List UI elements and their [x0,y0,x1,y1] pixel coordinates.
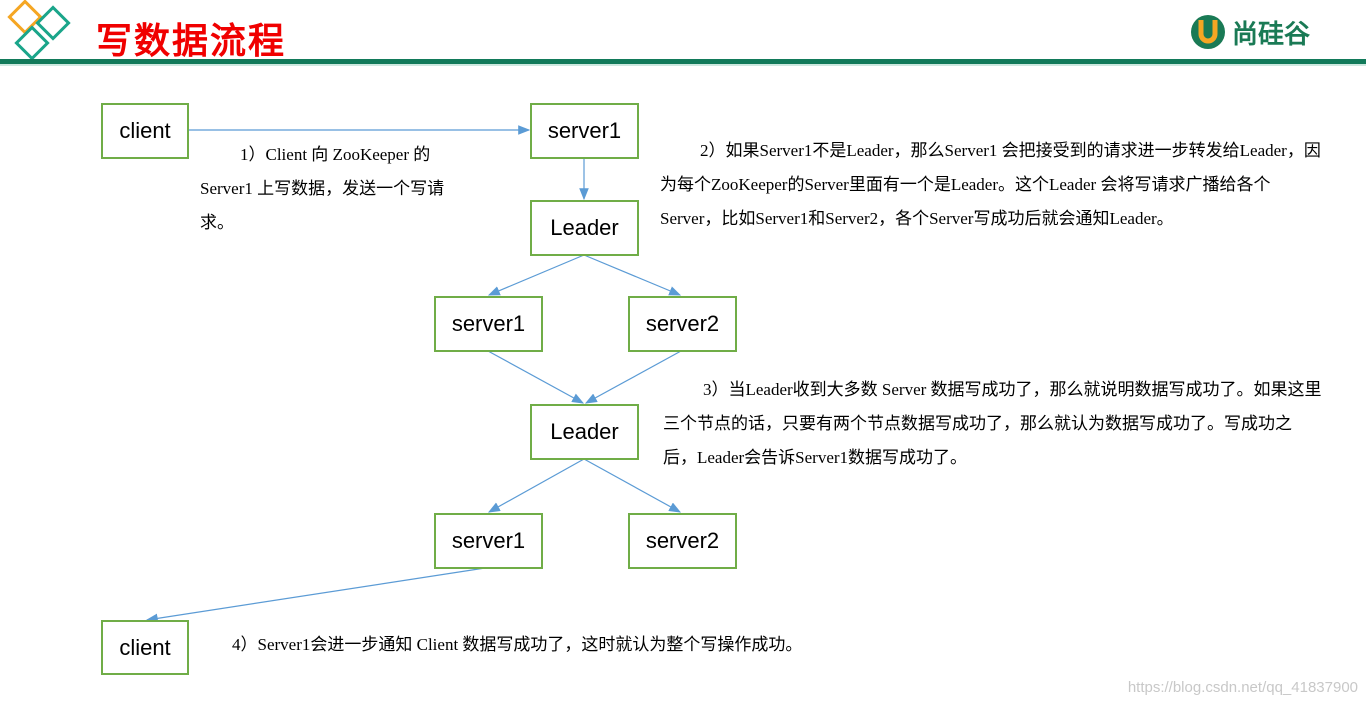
arrow-server1-leader2 [487,350,585,404]
node-server1-bottom: server1 [434,513,543,569]
arrow-leader2-server1 [487,458,585,513]
note-step1: 1）Client 向 ZooKeeper 的 Server1 上写数据，发送一个… [200,145,445,232]
node-leader-1: Leader [530,200,639,256]
header-divider [0,59,1366,64]
arrow-leader2-server2 [583,458,682,513]
node-server1-top: server1 [530,103,639,159]
node-server2-bottom: server2 [628,513,737,569]
arrow-leader-server2 [583,254,682,296]
node-server1-mid: server1 [434,296,543,352]
arrow-server2-leader2 [584,350,682,404]
node-client-top: client [101,103,189,159]
page-title: 写数据流程 [96,21,287,62]
node-server2-mid: server2 [628,296,737,352]
note-step2: 2）如果Server1不是Leader，那么Server1 会把接受到的请求进一… [660,141,1321,228]
watermark: https://blog.csdn.net/qq_41837900 [1127,679,1358,696]
note-step4: 4）Server1会进一步通知 Client 数据写成功了，这时就认为整个写操作… [232,635,803,654]
note-step3: 3）当Leader收到大多数 Server 数据写成功了，那么就说明数据写成功了… [663,380,1322,467]
logo-diamonds-icon [7,0,71,61]
node-client-bottom: client [101,620,189,675]
brand-name: 尚硅谷 [1232,20,1311,50]
header-divider-light [0,64,1366,66]
arrow-server1-client [145,567,486,624]
node-leader-2: Leader [530,404,639,460]
arrow-leader-server1 [487,254,585,296]
brand-logo-icon [1191,15,1225,49]
